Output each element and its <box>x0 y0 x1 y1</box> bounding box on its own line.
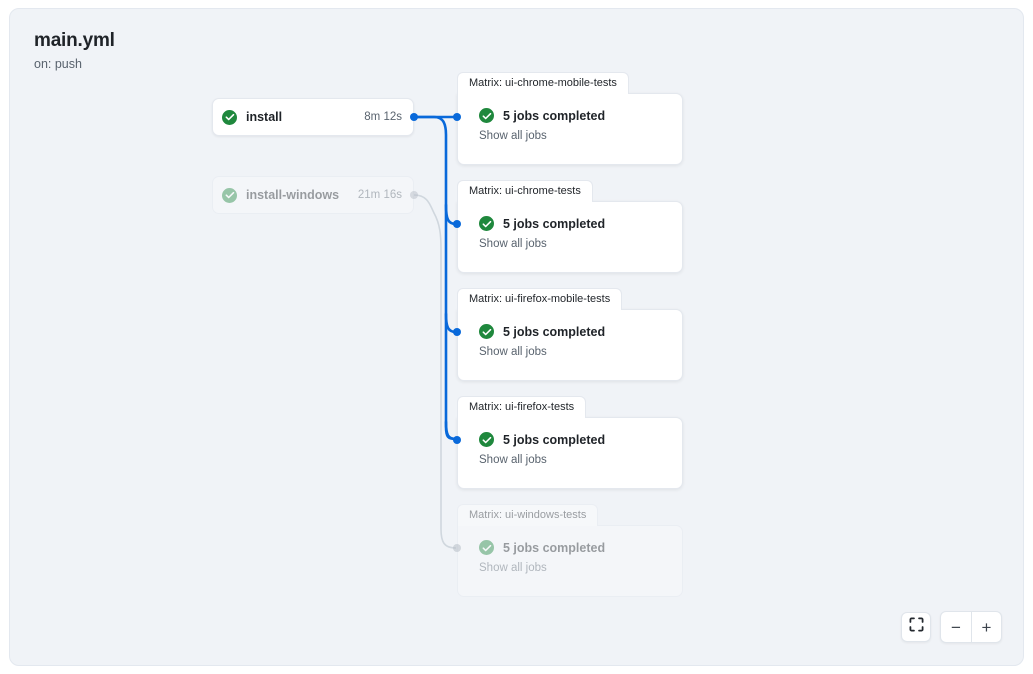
port-install-windows-output[interactable] <box>410 191 418 199</box>
zoom-out-button[interactable]: − <box>951 617 961 637</box>
matrix-tab-label: Matrix: ui-firefox-mobile-tests <box>457 288 623 310</box>
matrix-status-row: 5 jobs completed <box>479 108 682 123</box>
matrix-card-body[interactable]: 5 jobs completed Show all jobs <box>457 417 683 489</box>
matrix-card-ui-windows-tests[interactable]: Matrix: ui-windows-tests 5 jobs complete… <box>457 504 683 597</box>
show-all-jobs-link[interactable]: Show all jobs <box>479 130 547 142</box>
matrix-card-body[interactable]: 5 jobs completed Show all jobs <box>457 201 683 273</box>
matrix-status-row: 5 jobs completed <box>479 540 682 555</box>
check-circle-icon <box>479 216 494 231</box>
port-ui-chrome-mobile-tests-input[interactable] <box>453 113 461 121</box>
zoom-in-button[interactable]: + <box>971 612 1001 642</box>
edge-trunk-install <box>412 115 458 441</box>
matrix-card-ui-firefox-tests[interactable]: Matrix: ui-firefox-tests 5 jobs complete… <box>457 396 683 489</box>
workflow-canvas[interactable]: main.yml on: push install 8m 12s install… <box>9 8 1024 666</box>
show-all-jobs-link[interactable]: Show all jobs <box>479 346 547 358</box>
fit-view-button[interactable] <box>901 612 931 642</box>
job-node-install-windows[interactable]: install-windows 21m 16s <box>212 176 414 214</box>
matrix-status-text: 5 jobs completed <box>503 432 606 447</box>
matrix-card-ui-firefox-mobile-tests[interactable]: Matrix: ui-firefox-mobile-tests 5 jobs c… <box>457 288 683 381</box>
check-circle-icon <box>479 324 494 339</box>
matrix-card-body[interactable]: 5 jobs completed Show all jobs <box>457 525 683 597</box>
page-title: main.yml <box>34 30 115 51</box>
matrix-status-text: 5 jobs completed <box>503 540 606 555</box>
matrix-status-text: 5 jobs completed <box>503 324 606 339</box>
port-ui-chrome-tests-input[interactable] <box>453 220 461 228</box>
matrix-tab-label: Matrix: ui-windows-tests <box>457 504 599 526</box>
port-install-output[interactable] <box>410 113 418 121</box>
workflow-trigger: on: push <box>34 57 82 71</box>
edge-install-windows-to-ui-windows-tests <box>413 194 457 549</box>
check-circle-icon <box>222 109 237 125</box>
check-circle-icon <box>222 187 237 203</box>
matrix-card-ui-chrome-tests[interactable]: Matrix: ui-chrome-tests 5 jobs completed… <box>457 180 683 273</box>
job-duration: 21m 16s <box>357 189 402 201</box>
show-all-jobs-link[interactable]: Show all jobs <box>479 238 547 250</box>
workflow-header: main.yml on: push <box>34 30 115 71</box>
matrix-tab-label: Matrix: ui-chrome-tests <box>457 180 593 202</box>
job-name: install-windows <box>246 188 340 202</box>
matrix-card-ui-chrome-mobile-tests[interactable]: Matrix: ui-chrome-mobile-tests 5 jobs co… <box>457 72 683 165</box>
job-node-install[interactable]: install 8m 12s <box>212 98 414 136</box>
port-ui-windows-tests-input[interactable] <box>453 544 461 552</box>
show-all-jobs-link[interactable]: Show all jobs <box>479 454 547 466</box>
matrix-status-row: 5 jobs completed <box>479 216 682 231</box>
matrix-status-row: 5 jobs completed <box>479 324 682 339</box>
check-circle-icon <box>479 432 494 447</box>
show-all-jobs-link[interactable]: Show all jobs <box>479 562 547 574</box>
matrix-card-body[interactable]: 5 jobs completed Show all jobs <box>457 309 683 381</box>
check-circle-icon <box>479 108 494 123</box>
zoom-controls: − + <box>901 611 1002 643</box>
fit-screen-icon <box>909 617 924 637</box>
zoom-button-group: − + <box>940 611 1002 643</box>
job-name: install <box>246 110 283 124</box>
matrix-status-text: 5 jobs completed <box>503 216 606 231</box>
job-duration: 8m 12s <box>364 111 402 123</box>
matrix-tab-label: Matrix: ui-chrome-mobile-tests <box>457 72 629 94</box>
check-circle-icon <box>479 540 494 555</box>
matrix-status-text: 5 jobs completed <box>503 108 606 123</box>
port-ui-firefox-tests-input[interactable] <box>453 436 461 444</box>
matrix-tab-label: Matrix: ui-firefox-tests <box>457 396 587 418</box>
port-ui-firefox-mobile-tests-input[interactable] <box>453 328 461 336</box>
matrix-status-row: 5 jobs completed <box>479 432 682 447</box>
matrix-card-body[interactable]: 5 jobs completed Show all jobs <box>457 93 683 165</box>
